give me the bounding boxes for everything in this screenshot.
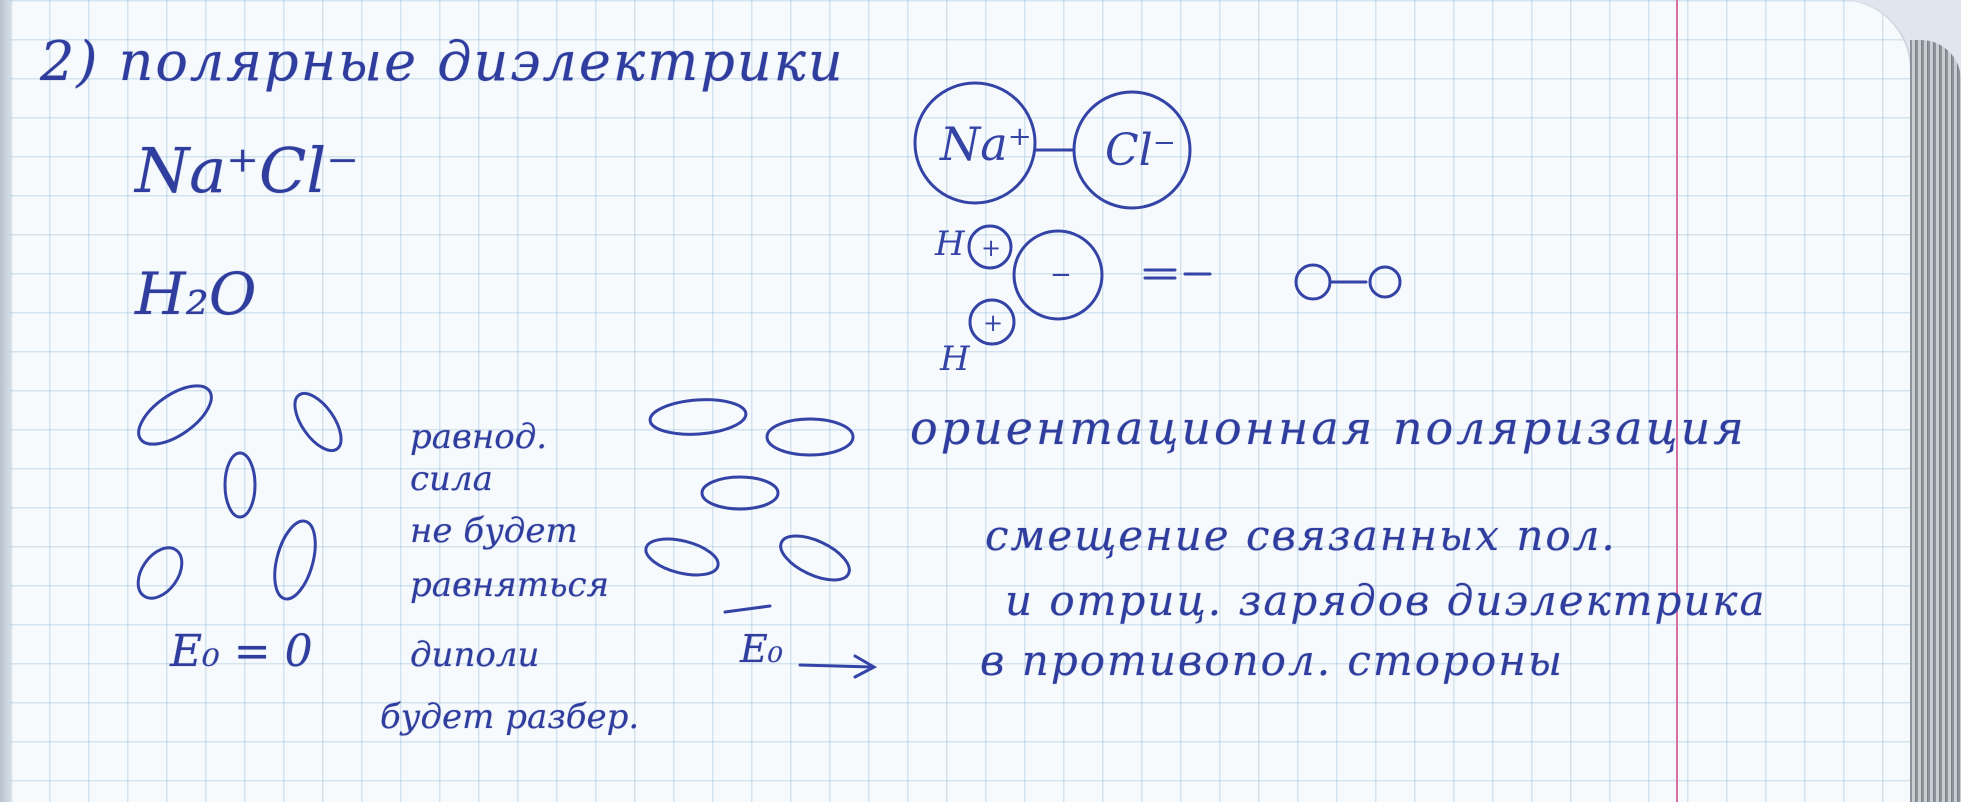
field-zero-label: E₀ = 0 bbox=[170, 626, 313, 677]
displacement-line-3: в противопол. стороны bbox=[980, 636, 1565, 685]
displacement-line-2: и отриц. зарядов диэлектрика bbox=[1005, 576, 1767, 625]
margin-line bbox=[1676, 0, 1678, 802]
note-line-5: диполи bbox=[410, 635, 540, 675]
notebook-page-edges bbox=[1910, 40, 1961, 802]
note-line-1: равнод. bbox=[410, 417, 548, 457]
heading: 2) полярные диэлектрики bbox=[40, 30, 845, 93]
page-binding-shadow bbox=[0, 0, 14, 802]
note-line-4: равняться bbox=[410, 565, 610, 605]
formula-nacl: Na⁺Cl⁻ bbox=[135, 134, 359, 207]
note-line-3: не будет bbox=[410, 511, 578, 551]
field-vector-label: E₀ bbox=[740, 627, 783, 671]
formula-h2o: H₂O bbox=[135, 260, 257, 328]
orientation-polarization-text: ориентационная поляризация bbox=[910, 401, 1747, 455]
note-line-2: сила bbox=[410, 459, 493, 499]
displacement-line-1: смещение связанных пол. bbox=[985, 511, 1617, 560]
note-line-6: будет разбер. bbox=[380, 697, 640, 737]
